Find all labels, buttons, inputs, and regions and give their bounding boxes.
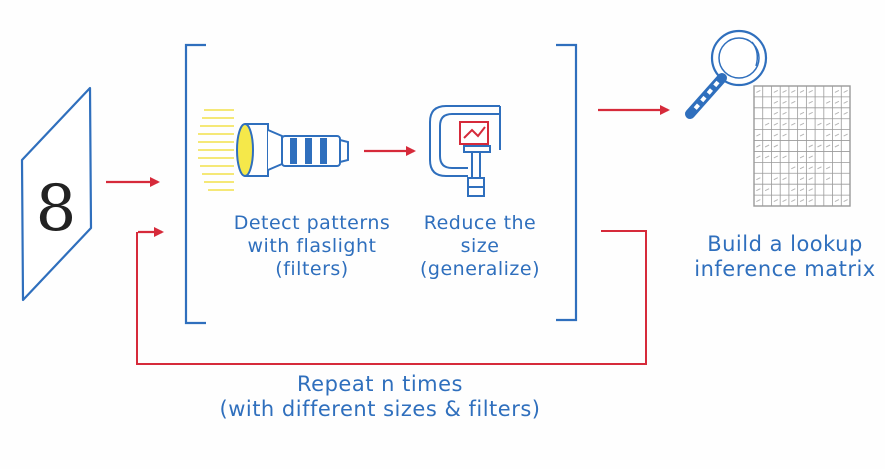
matrix-cell-mark: [825, 100, 831, 104]
step-build-line-2: inference matrix: [694, 257, 876, 282]
matrix-cell-mark: [799, 133, 805, 137]
matrix-cell-mark: [791, 199, 796, 202]
step-detect-line-3: (filters): [275, 257, 349, 280]
matrix-frame: [753, 85, 851, 207]
matrix-cell-mark: [799, 111, 805, 115]
matrix-cell-mark: [808, 144, 813, 148]
matrix-cell-mark: [782, 133, 787, 137]
matrix-cell-mark: [799, 166, 805, 170]
matrix-cell-mark: [808, 100, 813, 104]
matrix-cell-mark: [773, 199, 779, 202]
matrix-cell-mark: [756, 199, 761, 202]
loop-line: [136, 230, 647, 365]
matrix-cell-mark: [808, 111, 813, 115]
matrix-cell-mark: [834, 90, 840, 93]
step-build-line-1: Build a lookup: [707, 232, 863, 256]
matrix-grid-icon: [753, 85, 851, 207]
matrix-cell-mark: [843, 90, 848, 93]
matrix-cell-mark: [756, 90, 761, 93]
loop-line-2: (with different sizes & filters): [219, 397, 541, 422]
clamp-icon: [429, 105, 501, 197]
step-reduce-line-3: (generalize): [420, 257, 540, 280]
matrix-cell-mark: [799, 122, 805, 126]
matrix-cell-mark: [773, 122, 779, 126]
matrix-cell-mark: [825, 144, 831, 148]
step-detect-line-1: Detect patterns: [233, 212, 391, 234]
matrix-cell-mark: [782, 177, 787, 181]
step-reduce-label: Reduce the size (generalize): [405, 212, 555, 280]
matrix-cell-mark: [808, 199, 813, 202]
matrix-cell-mark: [843, 100, 848, 104]
matrix-cell-mark: [773, 144, 779, 148]
matrix-cell-mark: [834, 122, 840, 126]
matrix-cell-mark: [843, 133, 848, 137]
flashlight-icon: [198, 109, 349, 191]
matrix-cell-mark: [825, 166, 831, 170]
matrix-cell-mark: [791, 166, 796, 170]
matrix-cell-mark: [808, 90, 813, 93]
digit-card-icon: 8: [20, 86, 93, 302]
matrix-cell-mark: [825, 122, 831, 126]
matrix-cell-mark: [843, 199, 848, 202]
step-detect-line-2: with flaslight: [247, 234, 377, 257]
matrix-cell-mark: [808, 177, 813, 181]
right-bracket: [556, 43, 578, 322]
light-glow: [198, 109, 234, 191]
matrix-cell-mark: [834, 133, 840, 137]
magnifier-icon: [685, 29, 768, 119]
matrix-cell-mark: [773, 100, 779, 104]
matrix-cell-mark: [791, 188, 796, 192]
matrix-cell-mark: [764, 188, 770, 192]
matrix-cell-mark: [756, 188, 761, 192]
matrix-cell-mark: [782, 100, 787, 104]
step-reduce-line-1: Reduce the: [423, 212, 537, 234]
matrix-cell-mark: [834, 100, 840, 104]
matrix-cell-mark: [782, 90, 787, 93]
matrix-cell-mark: [773, 177, 779, 181]
matrix-cell-mark: [773, 90, 779, 93]
matrix-cell-mark: [791, 100, 796, 104]
matrix-cell-mark: [817, 122, 822, 126]
step-build-label: Build a lookup inference matrix: [680, 232, 885, 282]
matrix-cell-mark: [808, 188, 813, 192]
matrix-cell-mark: [817, 144, 822, 148]
matrix-cell-mark: [834, 199, 840, 202]
matrix-cell-mark: [756, 155, 761, 159]
loop-label: Repeat n times (with different sizes & f…: [180, 372, 580, 422]
matrix-cell-mark: [799, 177, 805, 181]
matrix-cell-mark: [808, 166, 813, 170]
matrix-cell-mark: [782, 111, 787, 115]
left-bracket: [184, 43, 206, 325]
matrix-cell-mark: [825, 177, 831, 181]
matrix-cell-mark: [782, 155, 787, 159]
matrix-cell-mark: [808, 155, 813, 159]
matrix-cell-mark: [773, 155, 779, 159]
step-detect-label: Detect patterns with flaslight (filters): [212, 212, 412, 280]
input-digit: 8: [36, 172, 77, 246]
matrix-cell-mark: [799, 199, 805, 202]
matrix-cell-mark: [764, 155, 770, 159]
matrix-cell-mark: [764, 122, 770, 126]
matrix-cell-mark: [773, 133, 779, 137]
matrix-cell-mark: [782, 122, 787, 126]
matrix-cell-mark: [764, 144, 770, 148]
matrix-cell-mark: [799, 188, 805, 192]
matrix-cell-mark: [834, 144, 840, 148]
matrix-cell-mark: [843, 111, 848, 115]
matrix-cell-mark: [756, 133, 761, 137]
matrix-cell-mark: [834, 111, 840, 115]
matrix-cell-mark: [799, 155, 805, 159]
matrix-cell-mark: [817, 166, 822, 170]
matrix-cell-mark: [773, 111, 779, 115]
matrix-cell-mark: [791, 90, 796, 93]
matrix-cell-mark: [799, 90, 805, 93]
matrix-cell-mark: [756, 177, 761, 181]
matrix-cell-mark: [791, 122, 796, 126]
loop-line-1: Repeat n times: [297, 372, 463, 396]
step-reduce-line-2: size: [460, 234, 500, 257]
matrix-cell-mark: [756, 144, 761, 148]
matrix-cell-mark: [825, 133, 831, 137]
matrix-cell-mark: [782, 199, 787, 202]
